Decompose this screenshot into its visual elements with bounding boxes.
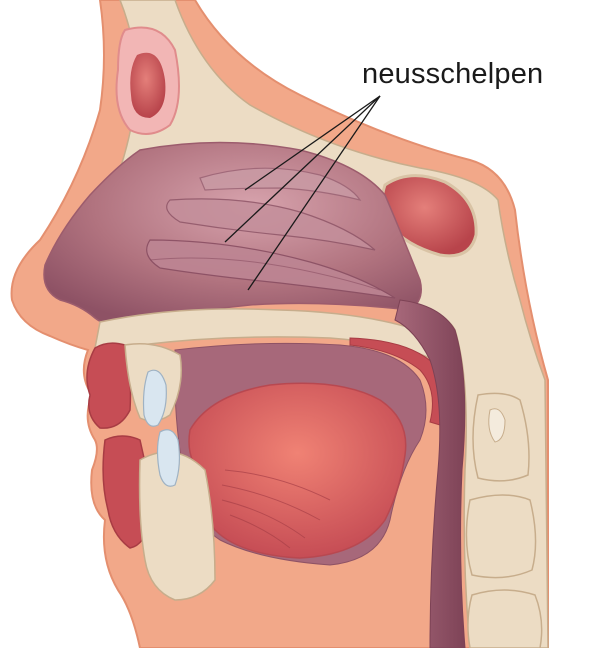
lower-incisor [158, 430, 180, 486]
conchae-label: neusschelpen [362, 58, 543, 91]
tongue [189, 383, 406, 558]
vertebra-3 [468, 590, 542, 648]
vertebra-2 [466, 495, 535, 578]
upper-lip [87, 343, 130, 428]
